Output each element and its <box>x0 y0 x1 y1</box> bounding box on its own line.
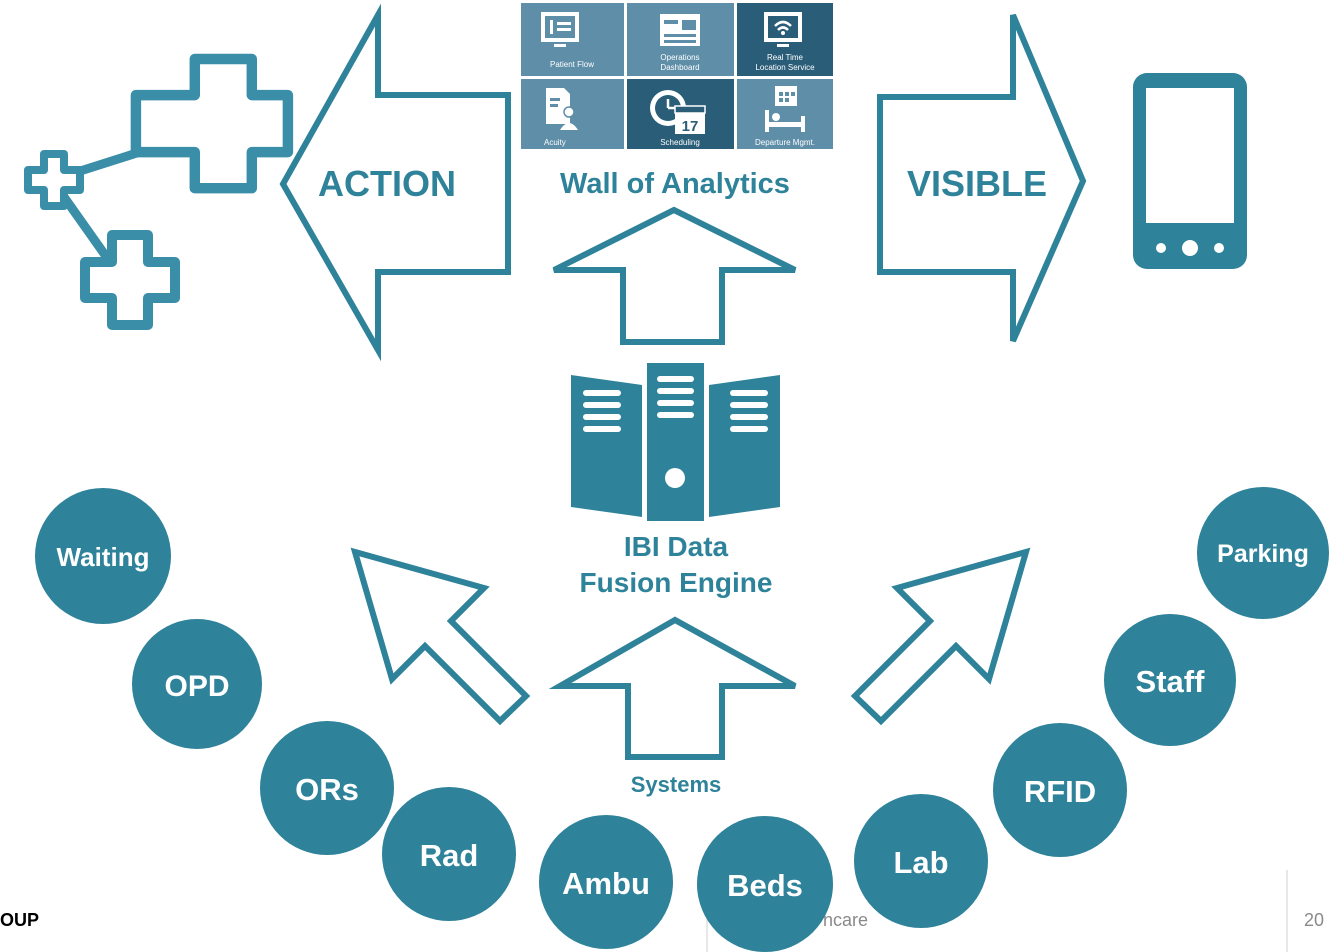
action-arrow <box>279 3 511 362</box>
tile-label: Acuity <box>544 138 566 147</box>
up-arrow-center <box>548 616 797 760</box>
calendar-day: 17 <box>682 118 699 135</box>
visible-arrow <box>877 13 1087 343</box>
engine-label-line1: IBI Data <box>624 531 729 562</box>
tile-label: Dashboard <box>660 63 699 72</box>
tile-label: Scheduling <box>660 138 700 147</box>
up-arrow-right <box>850 547 1031 726</box>
circle-label: Waiting <box>57 542 150 572</box>
circle-label: ORs <box>295 772 359 807</box>
footer-brand: OUP <box>0 910 39 930</box>
circle-ors: ORs <box>260 721 394 855</box>
engine-label-line2: Fusion Engine <box>580 567 773 598</box>
footer-caption: ncare <box>823 910 868 930</box>
systems-label: Systems <box>631 772 722 797</box>
tile-label: Patient Flow <box>550 60 594 69</box>
tile-operations-dashboard: Operations Dashboard <box>627 3 734 76</box>
circle-opd: OPD <box>132 619 262 749</box>
circle-lab: Lab <box>854 794 988 928</box>
circle-rfid: RFID <box>993 723 1127 857</box>
circle-beds: Beds <box>697 816 833 952</box>
tile-real-time-location-service: Real Time Location Service <box>737 3 833 76</box>
server-icon <box>571 363 780 521</box>
smartphone-icon <box>1133 73 1247 269</box>
wall-of-analytics-label: Wall of Analytics <box>560 168 790 200</box>
tile-departure-mgmt: Departure Mgmt. <box>737 79 833 149</box>
circle-label: Ambu <box>562 866 650 901</box>
visible-label: VISIBLE <box>907 163 1047 204</box>
circle-ambu: Ambu <box>539 815 673 949</box>
circle-label: Staff <box>1136 664 1206 699</box>
hospital-network-icon <box>24 53 294 330</box>
action-label: ACTION <box>318 163 456 204</box>
tile-scheduling: 17 Scheduling <box>627 79 734 149</box>
tile-label: Operations <box>660 53 699 62</box>
tile-label: Real Time <box>767 53 804 62</box>
tile-patient-flow: Patient Flow <box>521 3 624 76</box>
circle-parking: Parking <box>1197 487 1329 619</box>
circle-rad: Rad <box>382 787 516 921</box>
analytics-wall: Patient Flow Operations Dashboard Real T… <box>521 3 833 149</box>
tile-label: Departure Mgmt. <box>755 138 815 147</box>
up-arrow-to-wall <box>552 206 797 345</box>
circle-waiting: Waiting <box>35 488 171 624</box>
tile-label: Location Service <box>755 63 815 72</box>
tile-acuity: Acuity <box>521 79 624 149</box>
circle-label: RFID <box>1024 774 1096 809</box>
circle-label: Parking <box>1217 540 1309 568</box>
up-arrow-left <box>350 547 531 726</box>
footer-page-number: 20 <box>1304 910 1324 930</box>
circle-staff: Staff <box>1104 614 1236 746</box>
circle-label: Lab <box>893 845 948 880</box>
system-circles: Waiting OPD ORs Rad Ambu Beds Lab RFID <box>35 487 1329 952</box>
circle-label: Beds <box>727 868 803 903</box>
circle-label: Rad <box>420 838 479 873</box>
circle-label: OPD <box>164 670 229 703</box>
